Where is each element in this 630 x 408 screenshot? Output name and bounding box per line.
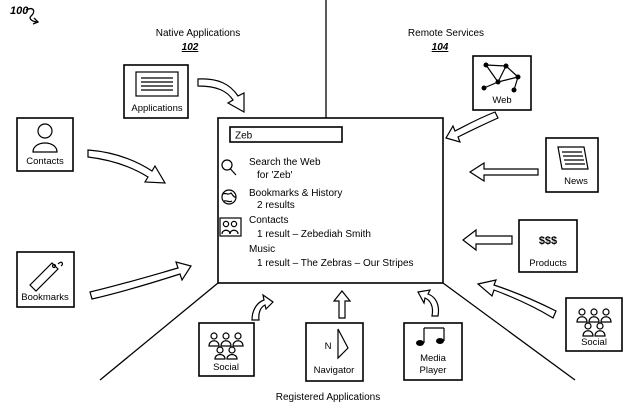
media-player-source[interactable]: Media Player: [403, 322, 463, 381]
social-bottom-source[interactable]: Social: [198, 322, 255, 377]
result-contacts-item[interactable]: 1 result – Zebediah Smith: [257, 229, 371, 240]
arrow-social-right: [476, 279, 557, 319]
compass-arrow-icon: [337, 328, 349, 360]
section-remote-ref: 104: [432, 42, 449, 53]
navigator-source[interactable]: N Navigator: [305, 322, 364, 382]
bookmarks-label: Bookmarks: [21, 292, 69, 303]
products-label: Products: [529, 258, 567, 269]
products-source[interactable]: $$$ Products: [518, 219, 578, 273]
media-player-label-line2: Player: [420, 365, 447, 376]
people-group-icon: [576, 308, 612, 337]
figure-leader-line: [25, 8, 39, 23]
divider-bottom-left: [99, 282, 219, 381]
navigator-label: Navigator: [314, 365, 355, 376]
result-web-title[interactable]: Search the Web: [249, 157, 321, 168]
newspaper-icon: [557, 146, 589, 170]
music-notes-icon: [416, 327, 445, 346]
arrow-products: [462, 228, 513, 252]
bookmarks-source[interactable]: Bookmarks: [16, 251, 75, 308]
globe-icon: [221, 189, 237, 205]
social-right-label: Social: [581, 337, 607, 348]
web-source[interactable]: Web: [472, 55, 532, 111]
search-input[interactable]: [229, 126, 343, 143]
arrow-contacts: [87, 149, 167, 184]
result-bookmarks-count: 2 results: [257, 200, 295, 211]
result-music-item[interactable]: 1 result – The Zebras – Our Stripes: [257, 258, 414, 269]
section-registered-label: Registered Applications: [276, 392, 381, 403]
figure-leader-arrowhead: [32, 17, 40, 25]
dollar-sign-icon: $$$: [539, 235, 557, 247]
applications-source[interactable]: Applications: [123, 64, 189, 119]
arrow-media-player: [417, 289, 440, 317]
network-graph-icon: [481, 62, 521, 93]
figure-number: 100: [10, 5, 29, 17]
search-icon: [221, 159, 237, 176]
social-bottom-label: Social: [213, 362, 239, 373]
section-native-label: Native Applications: [156, 28, 241, 39]
divider-bottom-right: [442, 282, 576, 381]
section-native-ref: 102: [182, 42, 199, 53]
result-bookmarks-title[interactable]: Bookmarks & History: [249, 188, 342, 199]
arrow-bookmarks: [89, 261, 192, 300]
window-icon: [135, 71, 179, 97]
result-contacts-title[interactable]: Contacts: [249, 215, 288, 226]
contacts-source[interactable]: Contacts: [16, 117, 74, 172]
person-icon: [32, 123, 58, 153]
bookmark-tag-icon: [29, 261, 64, 292]
social-right-source[interactable]: Social: [565, 297, 623, 352]
arrow-applications: [197, 78, 245, 114]
contacts-label: Contacts: [26, 156, 64, 167]
result-music-title[interactable]: Music: [249, 244, 275, 255]
contacts-result-icon: [219, 217, 242, 237]
search-panel: [217, 117, 444, 284]
result-web-subtitle: for 'Zeb': [257, 170, 293, 181]
media-player-label-line1: Media: [420, 353, 447, 364]
arrow-social-bottom: [251, 293, 274, 321]
arrow-web: [445, 111, 499, 143]
search-query-text: Zeb: [235, 131, 253, 142]
arrow-news: [468, 161, 539, 183]
web-label: Web: [492, 95, 511, 106]
navigator-letter: N: [325, 341, 332, 352]
applications-label: Applications: [131, 103, 182, 114]
people-group-icon: [208, 332, 244, 360]
arrow-navigator: [332, 290, 352, 319]
news-label: News: [564, 176, 588, 187]
news-source[interactable]: News: [545, 137, 599, 193]
section-remote-label: Remote Services: [408, 28, 484, 39]
